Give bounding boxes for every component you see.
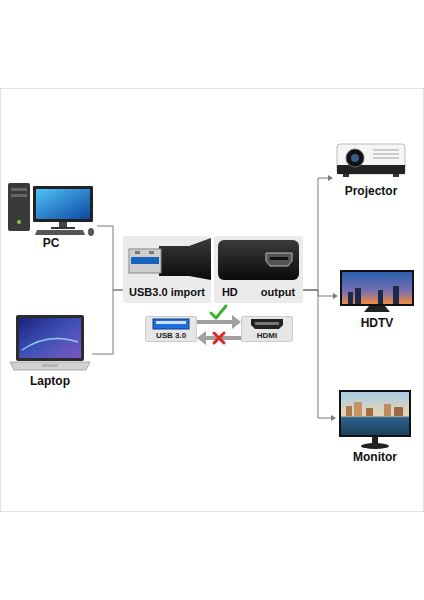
pc-illustration xyxy=(5,180,97,236)
connector xyxy=(197,331,241,345)
laptop-device: Laptop xyxy=(8,312,92,388)
arrow-head xyxy=(232,315,241,329)
projector-device: Projector xyxy=(333,138,409,198)
connector xyxy=(303,290,338,299)
device-label: HDMI xyxy=(257,331,277,340)
check-mark xyxy=(211,306,226,318)
laptop-illustration xyxy=(8,312,92,374)
frame-border xyxy=(1,89,424,512)
monitor-illustration xyxy=(336,388,414,450)
adapter-hdmi-end: HD output xyxy=(214,236,303,303)
arrow-head xyxy=(333,293,338,299)
connector xyxy=(303,175,333,290)
arrow-head xyxy=(328,175,333,181)
projector-illustration xyxy=(333,138,409,184)
device-label: USB 3.0 xyxy=(156,331,186,340)
connector xyxy=(97,226,123,290)
connector xyxy=(92,290,123,354)
usbplug-illustration xyxy=(123,236,211,286)
connector xyxy=(197,315,241,329)
arrow-head xyxy=(197,331,206,345)
connector-line xyxy=(303,178,329,290)
connector xyxy=(303,290,336,421)
connector-line xyxy=(205,336,241,340)
monitor-device: Monitor xyxy=(336,388,414,464)
connector-line xyxy=(97,226,123,290)
adapter-usb-end: USB3.0 import xyxy=(123,236,211,303)
hdbox-illustration xyxy=(214,236,303,286)
cross-mark xyxy=(214,333,224,343)
hdmi-port-icon: HDMI xyxy=(241,316,293,342)
usbport-illustration xyxy=(145,317,197,331)
arrow-head xyxy=(331,415,336,421)
device-label: PC xyxy=(43,236,60,250)
hdmiport-illustration xyxy=(241,317,293,331)
connector-line xyxy=(303,290,332,418)
connector-line xyxy=(197,320,233,324)
device-label: HDTV xyxy=(361,316,394,330)
device-label: HD output xyxy=(222,286,295,299)
usb-port-icon: USB 3.0 xyxy=(145,316,197,342)
tv-illustration xyxy=(338,268,416,316)
hdtv-device: HDTV xyxy=(338,268,416,330)
connector-line xyxy=(92,290,123,354)
device-label: Projector xyxy=(345,184,398,198)
device-label: Laptop xyxy=(30,374,70,388)
device-label: Monitor xyxy=(353,450,397,464)
pc-device: PC xyxy=(5,180,97,250)
device-label: USB3.0 import xyxy=(129,286,205,299)
